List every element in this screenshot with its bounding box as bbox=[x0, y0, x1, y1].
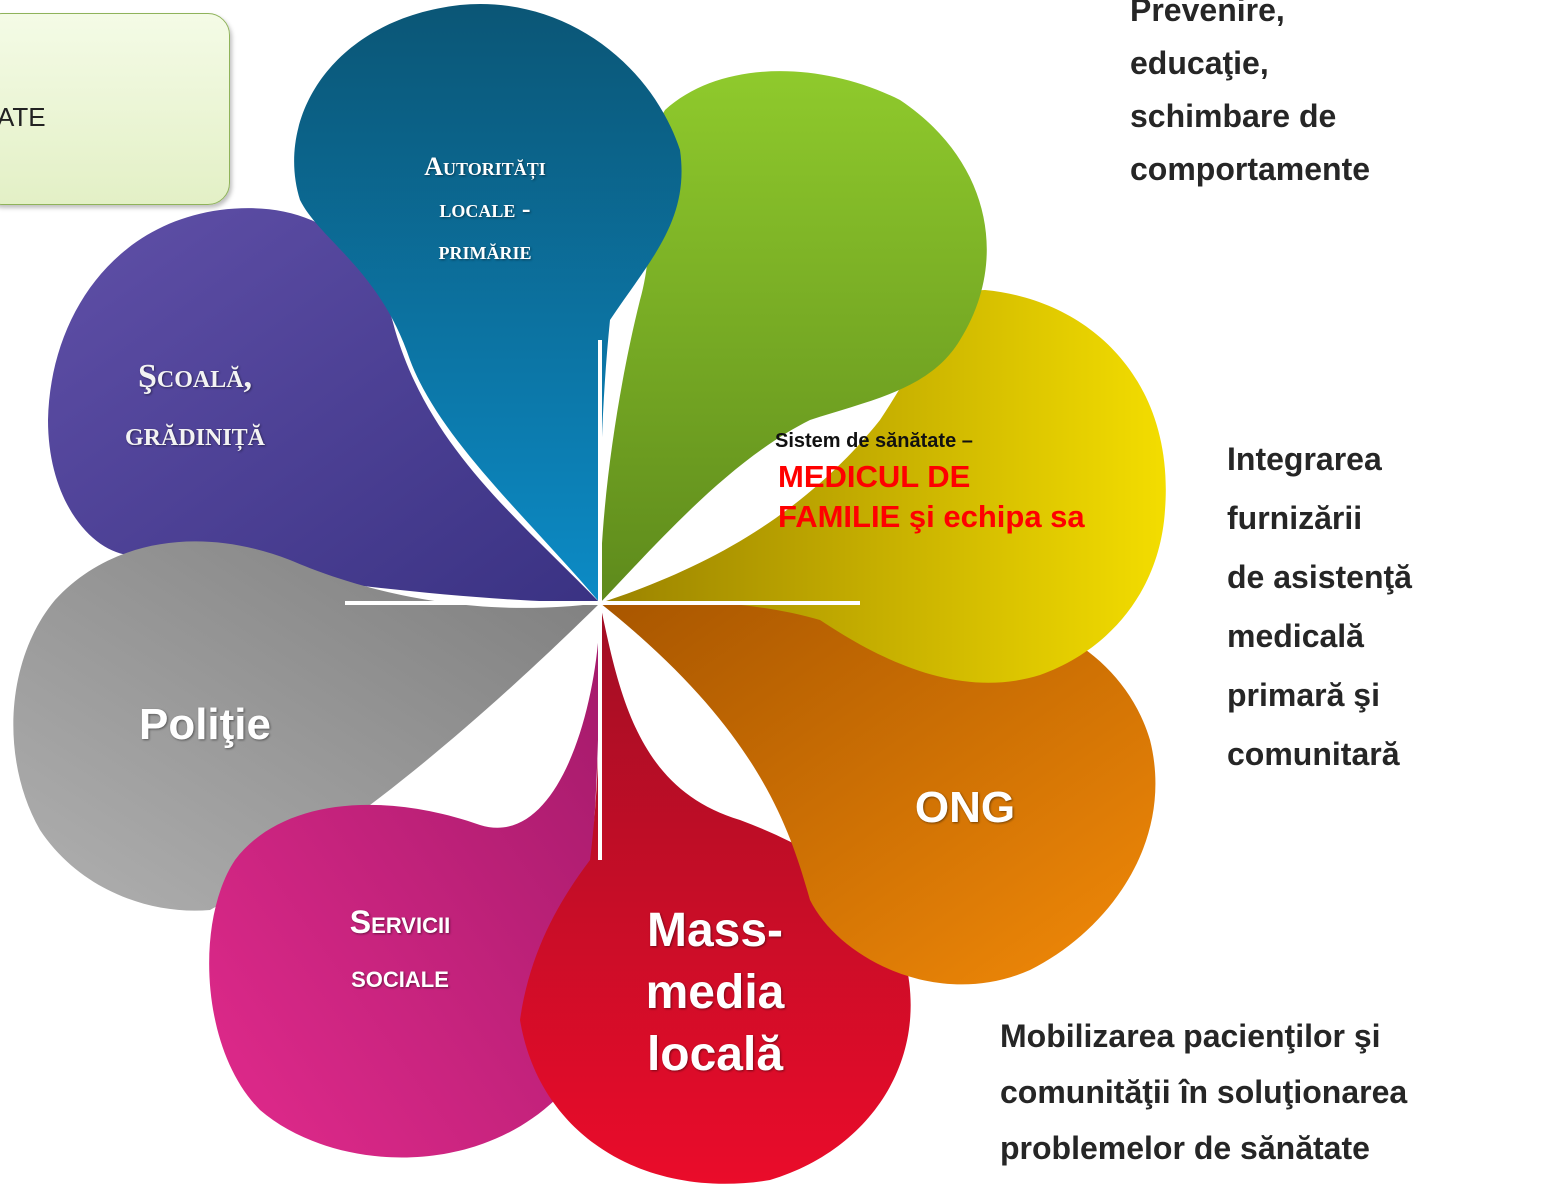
label-massmedia-line1: Mass- bbox=[646, 904, 784, 957]
note-prevenire-line1: Prevenire, bbox=[1130, 0, 1285, 28]
label-massmedia-line2: media bbox=[645, 966, 785, 1019]
note-prevenire: Prevenire, educaţie, schimbare de compor… bbox=[1130, 0, 1370, 196]
label-massmedia: Mass- media locală bbox=[600, 900, 830, 1086]
note-mobilizare-line1: Mobilizarea pacienţilor şi bbox=[1000, 1018, 1381, 1054]
note-integrare-line1: Integrarea bbox=[1227, 441, 1382, 477]
label-servicii-line1: Servicii bbox=[349, 904, 451, 940]
note-integrare-line3: de asistenţă bbox=[1227, 559, 1412, 595]
note-integrare-line6: comunitară bbox=[1227, 736, 1400, 772]
label-scoala-line2: grădiniță bbox=[124, 416, 265, 453]
petal-blue-autoritati bbox=[294, 3, 682, 603]
label-sistem: Sistem de sănătate – MEDICUL DE FAMILIE … bbox=[765, 430, 1185, 537]
petal-gray-politie bbox=[13, 541, 601, 911]
label-autoritati: Autorități locale - primărie bbox=[355, 140, 615, 278]
petal-orange-ong bbox=[600, 599, 1156, 985]
petal-purple-scoala bbox=[48, 208, 600, 603]
label-autoritati-line1: Autorități bbox=[424, 152, 546, 181]
petal-red-massmedia bbox=[520, 603, 911, 1184]
label-massmedia-line3: locală bbox=[646, 1028, 784, 1081]
petal-green bbox=[600, 71, 987, 603]
note-integrare: Integrarea furnizării de asistenţă medic… bbox=[1227, 430, 1412, 784]
petal-yellow-sistem bbox=[600, 290, 1166, 683]
label-scoala-line1: Şcoală, bbox=[137, 358, 253, 395]
note-prevenire-line4: comportamente bbox=[1130, 151, 1371, 187]
note-prevenire-line3: schimbare de bbox=[1130, 98, 1337, 134]
label-sistem-line3: FAMILIE şi echipa sa bbox=[778, 499, 1085, 534]
note-integrare-line4: medicală bbox=[1227, 618, 1364, 654]
label-politie: Poliţie bbox=[138, 700, 272, 749]
note-integrare-line2: furnizării bbox=[1227, 500, 1363, 536]
label-ong: ONG bbox=[914, 783, 1016, 832]
partial-box: TATE bbox=[0, 13, 230, 205]
label-autoritati-line3: primărie bbox=[438, 236, 532, 265]
note-mobilizare-line3: problemelor de sănătate bbox=[1000, 1130, 1370, 1166]
partial-box-text: TATE bbox=[0, 102, 46, 132]
label-sistem-line1: Sistem de sănătate – bbox=[775, 430, 973, 452]
note-mobilizare: Mobilizarea pacienţilor şi comunităţii î… bbox=[1000, 1008, 1407, 1176]
note-integrare-line5: primară şi bbox=[1227, 677, 1380, 713]
label-sistem-line2: MEDICUL DE bbox=[778, 459, 971, 494]
label-autoritati-line2: locale - bbox=[439, 194, 531, 223]
petal-magenta-servicii bbox=[209, 603, 600, 1158]
label-servicii: Servicii sociale bbox=[290, 895, 510, 1003]
note-prevenire-line2: educaţie, bbox=[1130, 45, 1269, 81]
note-mobilizare-line2: comunităţii în soluţionarea bbox=[1000, 1074, 1408, 1110]
petal-separators bbox=[345, 340, 860, 860]
label-scoala: Şcoală, grădiniță bbox=[45, 348, 345, 464]
label-servicii-line2: sociale bbox=[351, 958, 449, 994]
